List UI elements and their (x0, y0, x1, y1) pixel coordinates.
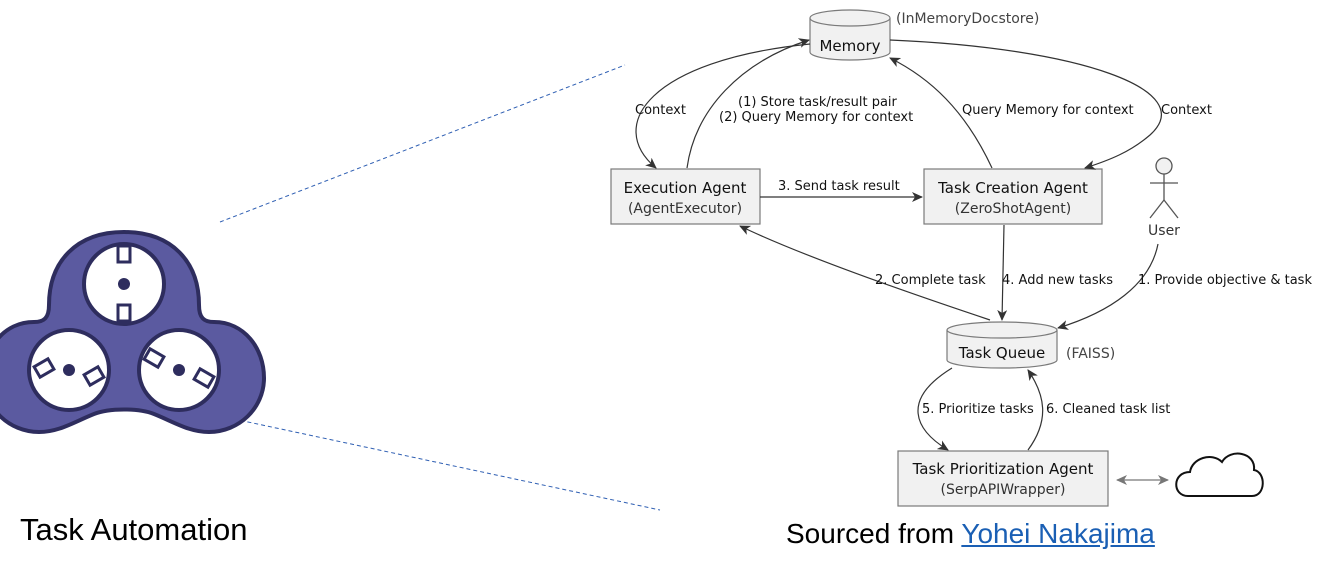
task-automation-logo-icon (0, 229, 267, 435)
memory-title: Memory (819, 37, 880, 55)
user-actor-icon (1149, 157, 1179, 219)
task-prioritization-agent-subtitle: (SerpAPIWrapper) (941, 482, 1066, 498)
label-memory-to-execution: Context (635, 103, 686, 118)
task-creation-agent-subtitle: (ZeroShotAgent) (955, 201, 1071, 217)
edge-queue-to-execution (739, 225, 991, 321)
user-label: User (1148, 223, 1180, 239)
task-prioritization-agent-node: Task Prioritization Agent (SerpAPIWrappe… (897, 450, 1109, 507)
label-queue-to-prioritization: 5. Prioritize tasks (922, 402, 1034, 417)
task-creation-agent-title: Task Creation Agent (937, 179, 1088, 197)
execution-agent-subtitle: (AgentExecutor) (628, 201, 742, 217)
execution-agent-node: Execution Agent (AgentExecutor) (610, 168, 761, 225)
edge-memory-to-execution (635, 43, 811, 169)
caption-source: Sourced from Yohei Nakajima (786, 518, 1155, 550)
label-prioritization-to-queue: 6. Cleaned task list (1046, 402, 1170, 417)
task-creation-agent-node: Task Creation Agent (ZeroShotAgent) (923, 168, 1103, 225)
task-queue-note: (FAISS) (1066, 346, 1115, 362)
label-user-to-queue: 1. Provide objective & task (1138, 273, 1312, 288)
task-queue-node: Task Queue (946, 321, 1058, 369)
edge-creation-to-memory (889, 57, 993, 169)
label-execution-to-memory-1: (1) Store task/result pair (738, 95, 898, 110)
edge-user-to-queue (1057, 243, 1159, 330)
label-queue-to-execution: 2. Complete task (875, 273, 986, 288)
label-execution-to-creation: 3. Send task result (778, 179, 900, 194)
edge-queue-to-prioritization (917, 367, 953, 451)
cloud-icon (1175, 452, 1264, 497)
caption-task-automation: Task Automation (20, 512, 248, 547)
label-creation-to-memory: Query Memory for context (962, 103, 1134, 118)
label-creation-to-queue: 4. Add new tasks (1002, 273, 1113, 288)
zoom-line-bottom (219, 415, 661, 511)
caption-source-prefix: Sourced from (786, 518, 962, 549)
task-prioritization-agent-title: Task Prioritization Agent (912, 460, 1094, 478)
edge-execution-to-memory (686, 38, 810, 169)
memory-node: Memory (809, 9, 891, 61)
edge-prioritization-to-queue (1027, 369, 1044, 451)
memory-note: (InMemoryDocstore) (896, 11, 1039, 27)
label-execution-to-memory-2: (2) Query Memory for context (719, 110, 913, 125)
execution-agent-title: Execution Agent (624, 179, 747, 197)
task-queue-title: Task Queue (958, 344, 1045, 362)
edge-memory-to-creation (889, 39, 1162, 170)
edge-creation-to-queue (997, 224, 1008, 321)
source-author-link[interactable]: Yohei Nakajima (961, 518, 1155, 549)
zoom-line-top (219, 64, 626, 223)
label-memory-to-creation: Context (1161, 103, 1212, 118)
